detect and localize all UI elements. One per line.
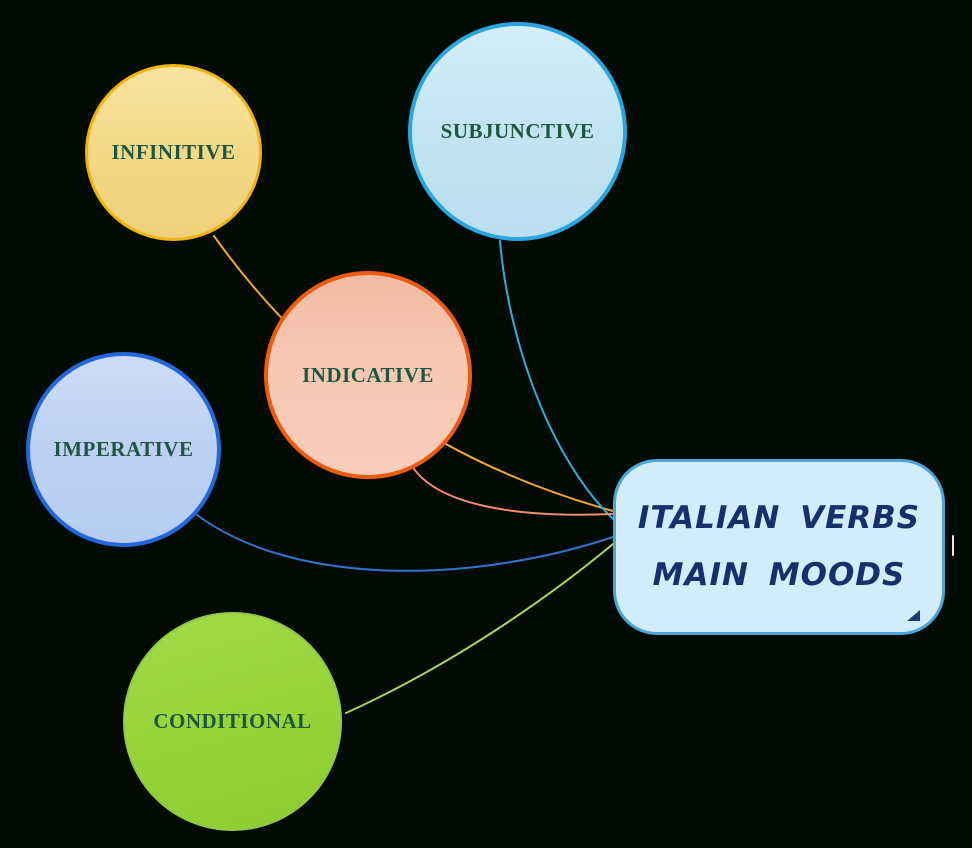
main-topic-title-line1: ITALIAN VERBS [637, 500, 921, 536]
node-label-subjunctive: SUBJUNCTIVE [440, 119, 595, 143]
node-label-indicative: INDICATIVE [302, 362, 434, 387]
hidden-branch-tick [952, 535, 954, 556]
connector-imperative-to-main [196, 514, 614, 572]
main-topic-node[interactable]: ITALIAN VERBS MAIN MOODS [613, 459, 945, 635]
node-imperative[interactable]: IMPERATIVE [26, 352, 221, 547]
connector-indicative-to-main [411, 465, 614, 516]
node-subjunctive[interactable]: SUBJUNCTIVE [408, 22, 627, 241]
main-topic-title-line2: MAIN MOODS [652, 557, 906, 593]
collapse-triangle-icon[interactable] [907, 610, 920, 621]
node-label-conditional: CONDITIONAL [153, 709, 312, 733]
node-label-infinitive: INFINITIVE [111, 140, 236, 164]
node-indicative[interactable]: INDICATIVE [264, 271, 472, 479]
node-label-imperative: IMPERATIVE [53, 437, 194, 461]
node-infinitive[interactable]: INFINITIVE [85, 64, 262, 241]
connector-conditional-to-main [345, 543, 614, 714]
node-conditional[interactable]: CONDITIONAL [123, 612, 342, 831]
connector-subjunctive-to-main [499, 240, 614, 520]
